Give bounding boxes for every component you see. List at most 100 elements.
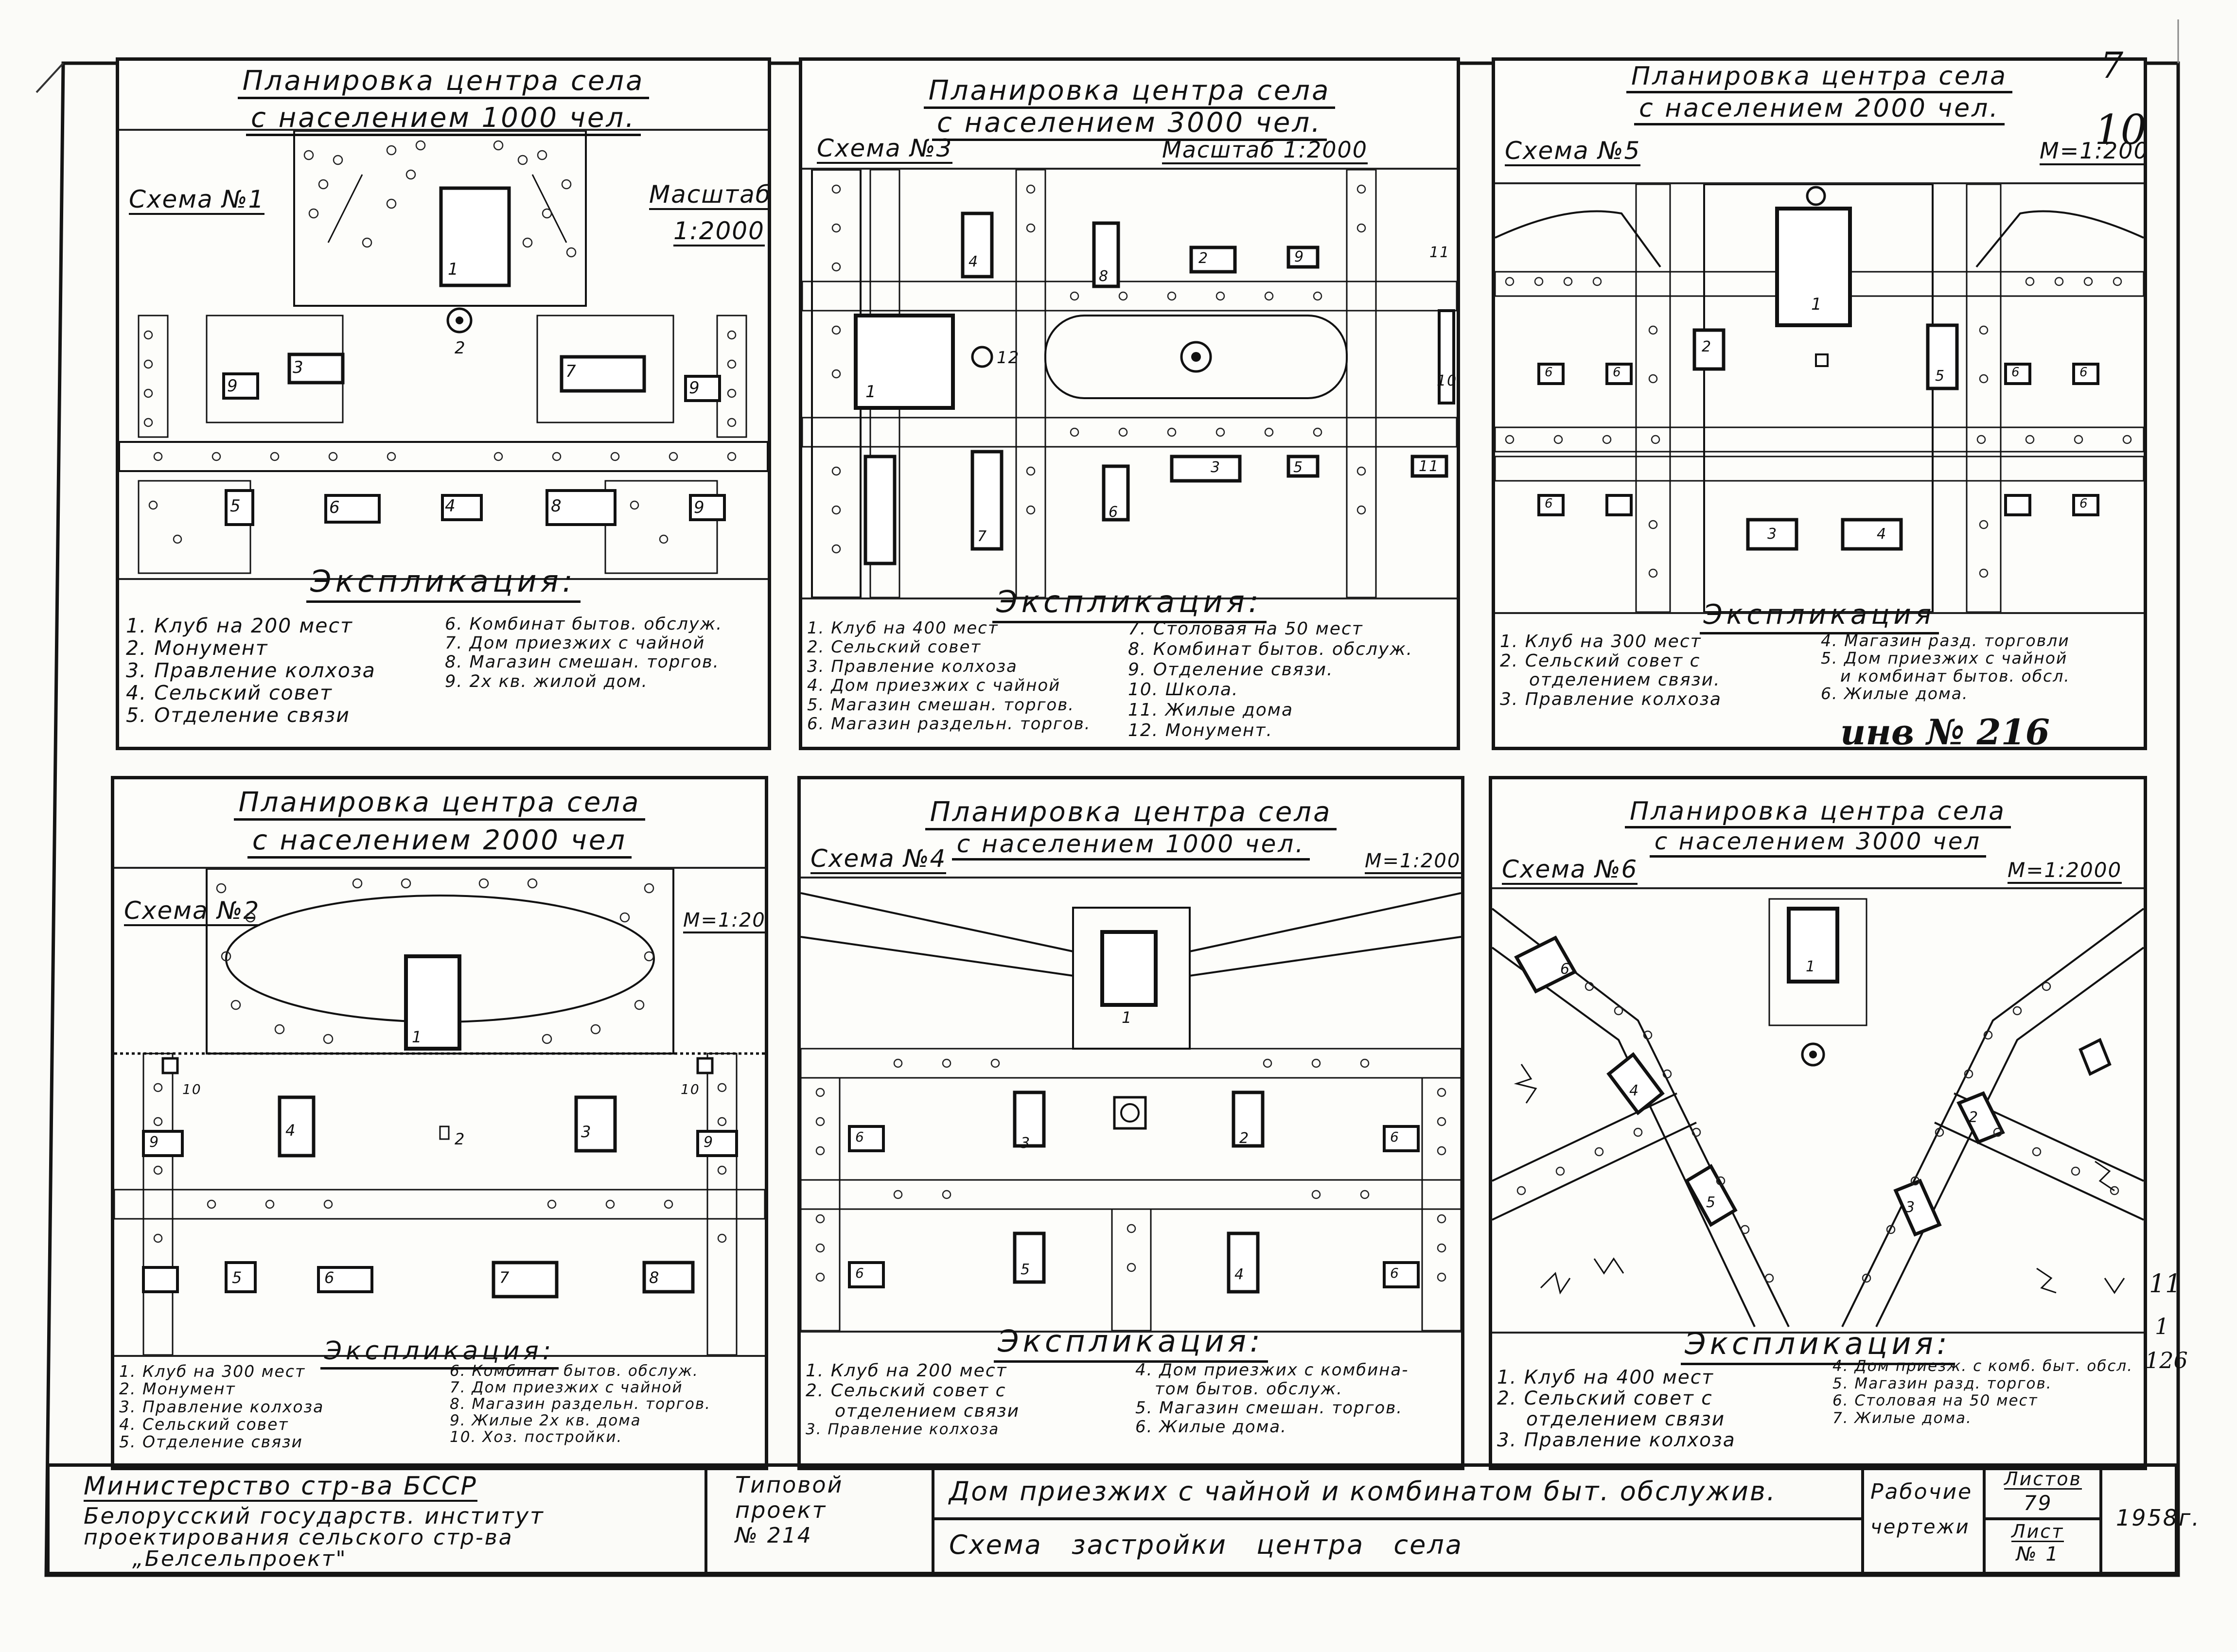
scale-label: М=1:2000 [683, 911, 765, 933]
site-plan-drawing [802, 170, 1457, 598]
building-number: 5 [1021, 1261, 1031, 1278]
explication-title: Экспликация: [992, 584, 1267, 623]
building-number: 5 [232, 1268, 243, 1287]
panel-scheme-2: Планировка центра села с населением 2000… [111, 776, 768, 1470]
panel-title-line2: с населением 3000 чел [1649, 830, 1987, 858]
building-number: 5 [1706, 1194, 1717, 1211]
panel-title-line2: с населением 1000 чел. [951, 832, 1310, 861]
scale-label: М=1:2000 [1365, 851, 1461, 874]
building-number: 6 [1390, 1129, 1400, 1145]
explication-title: Экспликация: [1681, 1326, 1955, 1365]
building-number: 9 [1294, 248, 1305, 265]
scheme-label: Схема №2 [124, 898, 260, 926]
scale-label: Масштаб [649, 182, 768, 210]
project-name: Дом приезжих с чайной и комбинатом быт. … [949, 1476, 1777, 1507]
building-number: 6 [1545, 365, 1554, 380]
title-block-divider [934, 1517, 1864, 1520]
ministry-name: Министерство стр-ва БССР [84, 1472, 477, 1502]
panel-title-line1: Планировка центра села [1624, 799, 2011, 828]
building-number: 9 [689, 378, 701, 398]
explication-left: 1. Клуб на 300 мест 2. Монумент 3. Правл… [119, 1362, 324, 1452]
building-number: 6 [1390, 1265, 1400, 1281]
scale-label: Масштаб 1:2000 [1162, 139, 1368, 164]
building-number: 2 [455, 338, 466, 358]
building-number: 1 [412, 1028, 423, 1046]
building-number: 5 [230, 496, 242, 516]
building-number: 2 [455, 1130, 466, 1148]
project-number: № 214 [735, 1523, 812, 1548]
building-number: 9 [704, 1134, 714, 1151]
institute-name-line1: Белорусский государств. институт [84, 1503, 545, 1529]
panel-title-line1: Планировка центра села [925, 799, 1337, 830]
building-number: 12 [997, 348, 1020, 368]
panel-title-line1: Планировка центра села [233, 789, 646, 821]
building-number: 11 [1429, 244, 1450, 261]
explication-title: Экспликация [1699, 599, 1939, 634]
building-number: 11 [1419, 458, 1440, 475]
explication-title: Экспликация: [320, 1336, 559, 1370]
panel-scheme-3: Планировка центра села с населением 3000… [799, 57, 1460, 750]
building-number: 2 [1198, 250, 1209, 267]
margin-note: 11 [2149, 1269, 2182, 1299]
building-number: 3 [581, 1123, 592, 1141]
building-number: 4 [969, 253, 979, 270]
building-number: 2 [1969, 1109, 1979, 1126]
explication-left: 1. Клуб на 400 мест 2. Сельский совет 3.… [807, 618, 1091, 734]
stage-label-line1: Рабочие [1870, 1479, 1973, 1504]
explication-left: 1. Клуб на 300 мест 2. Сельский совет с … [1500, 632, 1722, 709]
panel-scheme-6: Планировка центра села с населением 3000… [1489, 776, 2147, 1470]
building-number: 1 [865, 382, 877, 402]
drawing-title: Схема застройки центра села [949, 1529, 1463, 1560]
stage-label-line2: чертежи [1870, 1516, 1970, 1538]
building-number: 6 [855, 1129, 865, 1145]
institute-name-line3: „Белсельпроект" [132, 1547, 347, 1571]
building-number: 8 [1099, 268, 1110, 285]
building-number: 1 [1811, 295, 1823, 314]
corner-number: 10 [2095, 106, 2147, 154]
panel-title-line2: с населением 2000 чел [247, 827, 632, 859]
building-number: 6 [2079, 496, 2089, 511]
panel-title-line1: Планировка центра села [1626, 64, 2013, 93]
scheme-label: Схема №4 [810, 846, 947, 874]
building-number: 6 [324, 1268, 335, 1287]
building-number: 3 [1767, 526, 1778, 543]
corner-number: 7 [2100, 45, 2124, 87]
scale-label: М=1:2000 [2008, 860, 2122, 884]
building-number: 10 [182, 1081, 202, 1097]
institute-name-line2: проектирования сельского стр-ва [84, 1525, 513, 1550]
sheet-number: № 1 [2016, 1543, 2060, 1565]
panel-scheme-5: Планировка центра села с населением 2000… [1492, 57, 2147, 750]
building-number: 8 [649, 1268, 660, 1287]
site-plan: 1 2 3 4 5 6 7 8 9 9 10 10 [114, 867, 765, 1357]
building-number: 4 [1234, 1266, 1245, 1283]
panel-title-line2: с населением 3000 чел. [932, 109, 1327, 141]
site-plan-drawing [801, 892, 1461, 1331]
explication-right: 7. Столовая на 50 мест 8. Комбинат бытов… [1128, 619, 1413, 740]
sheet-label: Лист [2011, 1521, 2064, 1542]
building-number: 7 [565, 362, 577, 381]
building-number: 3 [1021, 1135, 1031, 1152]
explication-left: 1. Клуб на 200 мест 2. Монумент 3. Правл… [126, 614, 376, 727]
building-number: 1 [1806, 958, 1816, 975]
building-number: 6 [855, 1265, 865, 1281]
building-number: 7 [977, 528, 988, 545]
building-number: 4 [1629, 1082, 1640, 1099]
building-number: 3 [1905, 1199, 1916, 1216]
margin-note: 126 [2145, 1347, 2188, 1373]
building-number: 4 [1877, 526, 1887, 543]
explication-left: 1. Клуб на 400 мест 2. Сельский совет с … [1497, 1367, 1736, 1451]
building-number: 9 [694, 498, 705, 517]
building-number: 4 [285, 1121, 297, 1140]
site-plan-drawing [119, 131, 768, 574]
site-plan-drawing [1492, 898, 2144, 1327]
building-number: 6 [329, 498, 341, 517]
inventory-number: инв № 216 [1840, 711, 2050, 753]
explication-right: 6. Комбинат бытов. обслуж. 7. Дом приезж… [450, 1362, 711, 1446]
site-plan: 1 2 3 4 5 6 [1492, 887, 2144, 1334]
building-number: 6 [1109, 504, 1119, 521]
site-plan: 1 2 3 4 5 6 6 6 6 [801, 877, 1461, 1333]
scheme-label: Схема №3 [817, 136, 953, 164]
explication-right: 4. Дом приезжих с комбина- том бытов. об… [1135, 1360, 1409, 1437]
panel-title-line1: Планировка центра села [237, 68, 650, 99]
